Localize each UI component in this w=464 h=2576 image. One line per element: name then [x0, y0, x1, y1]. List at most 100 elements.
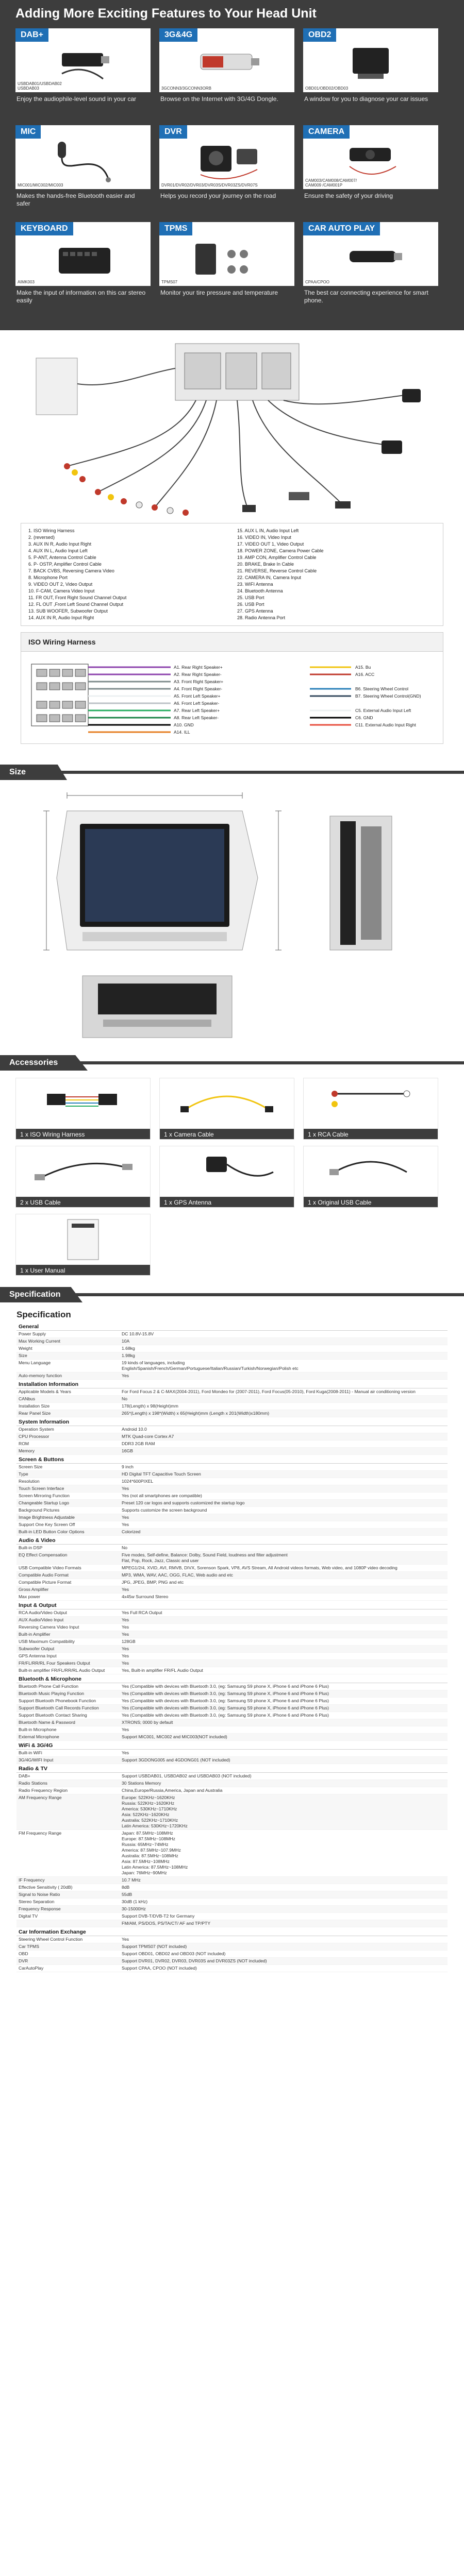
feature-illustration	[200, 54, 259, 70]
wiring-legend-item: 23. WIFI Antenna	[237, 582, 273, 587]
spec-group-header: Radio & TV	[16, 1764, 448, 1773]
accessory-card: 1 x GPS Antenna	[159, 1146, 294, 1208]
spec-value: XTRONS; 0000 by default	[120, 1719, 448, 1726]
wiring-legend-item: 28. Radio Antenna Port	[237, 615, 286, 620]
spec-value: Yes	[120, 1652, 448, 1660]
spec-value: For Ford Focus 2 & C-MAX(2004-2011), For…	[120, 1388, 448, 1396]
spec-key: Compatible Audio Format	[16, 1571, 120, 1579]
spec-key: Support Bluetooth Call Records Function	[16, 1704, 120, 1712]
iso-pin-label: A4. Front Right Speaker-	[174, 686, 223, 691]
feature-model-codes: CPAA/CPOO	[305, 280, 329, 284]
spec-value: DC 10.8V-15.8V	[120, 1330, 448, 1338]
feature-illustration	[353, 48, 389, 79]
iso-pin-label: A14. ILL	[174, 730, 190, 735]
spec-value: 30 Stations Memory	[120, 1780, 448, 1787]
feature-badge: CAR AUTO PLAY	[303, 222, 380, 235]
spec-value: 19 kinds of languages, including English…	[120, 1359, 448, 1372]
feature-model-codes: TPMS07	[161, 280, 178, 284]
spec-value: HD Digital TFT Capacitive Touch Screen	[120, 1470, 448, 1478]
feature-badge: OBD2	[303, 28, 337, 42]
size-diagram-svg	[43, 792, 392, 1038]
spec-group-header: Bluetooth & Microphone	[16, 1674, 448, 1683]
spec-group-label: WiFi & 3G/4G	[16, 1740, 448, 1750]
spec-value: 9 inch	[120, 1463, 448, 1471]
iso-pin-label: B6. Steering Wheel Control	[355, 686, 408, 691]
wiring-legend-item: 2. (reversed)	[28, 535, 55, 540]
spec-key: GPS Antenna Input	[16, 1652, 120, 1660]
wiring-legend-item: 14. AUX IN R, Audio Input Right	[28, 615, 94, 620]
spec-key: AUX Audio/Video Input	[16, 1616, 120, 1624]
spec-value: 1024*600PIXEL	[120, 1478, 448, 1485]
accessory-illustration	[206, 1157, 274, 1177]
spec-key: DAB+	[16, 1772, 120, 1780]
spec-key: Power Supply	[16, 1330, 120, 1338]
spec-key: Built-in amplifier FR/FL/RR/RL Audio Out…	[16, 1667, 120, 1674]
wiring-legend-item: 12. FL OUT ,Front Left Sound Channel Out…	[28, 602, 124, 607]
feature-model-codes: AIMK003	[18, 280, 35, 284]
feature-badge: CAMERA	[303, 125, 350, 139]
wiring-legend-item: 5. P-ANT, Antenna Control Cable	[28, 555, 96, 560]
spec-key: Memory	[16, 1447, 120, 1455]
spec-group-label: Radio & TV	[16, 1764, 448, 1773]
feature-illustration	[58, 142, 111, 182]
spec-key: DVR	[16, 1957, 120, 1965]
spec-value: Yes (Compatible with devices with Blueto…	[120, 1711, 448, 1719]
iso-pin-label: A1. Rear Right Speaker+	[174, 665, 223, 670]
spec-key: Support Bluetooth Contact Sharing	[16, 1711, 120, 1719]
wiring-legend-item: 21. REVERSE, Reverse Control Cable	[237, 568, 317, 573]
spec-key: Bluetooth Phone Call Function	[16, 1683, 120, 1690]
spec-value: MP3, WMA, WAV, AAC, OGG, FLAC, Web audio…	[120, 1571, 448, 1579]
feature-model-codes: MIC001/MIC002/MIC003	[18, 183, 63, 188]
iso-pin-label: A7. Rear Left Speaker+	[174, 708, 220, 713]
spec-value: Support DVR01, DVR02, DVR03, DVR03S and …	[120, 1957, 448, 1965]
spec-key: Signal to Noise Ratio	[16, 1891, 120, 1899]
spec-value: Yes	[120, 1521, 448, 1529]
iso-pin-label: C11. External Audio Input Right	[355, 722, 416, 727]
spec-group-header: Car Information Exchange	[16, 1927, 448, 1936]
spec-key: ROM	[16, 1440, 120, 1448]
spec-row: Built-in amplifier FR/FL/RR/RL Audio Out…	[16, 1667, 448, 1674]
accessory-card: 1 x Original USB Cable	[303, 1146, 438, 1208]
feature-description: Make the input of information on this ca…	[16, 289, 146, 304]
spec-group-header: System Information	[16, 1417, 448, 1426]
spec-value: 1.68kg	[120, 1345, 448, 1352]
iso-pin-label: A5. Front Left Speaker+	[174, 693, 221, 699]
spec-value: Yes	[120, 1586, 448, 1594]
spec-key: Image Brightness Adjustable	[16, 1514, 120, 1521]
spec-value: Yes (Compatible with devices with Blueto…	[120, 1683, 448, 1690]
accessory-label: 1 x RCA Cable	[304, 1129, 438, 1139]
spec-key: Bluetooth Name & Password	[16, 1719, 120, 1726]
accessory-label: 1 x Original USB Cable	[304, 1197, 438, 1207]
spec-value: 178(Length) x 98(Height)mm	[120, 1402, 448, 1410]
wiring-legend-item: 26. USB Port	[237, 602, 264, 607]
accessory-card: 1 x User Manual	[15, 1214, 151, 1276]
spec-key: Size	[16, 1352, 120, 1360]
spec-row: FM/AM, PS/DOS, PS/TA/CT/ AF and TP/PTY	[16, 1920, 448, 1927]
spec-key: Built-in Amplifier	[16, 1631, 120, 1638]
spec-key: Stereo Separation	[16, 1898, 120, 1906]
